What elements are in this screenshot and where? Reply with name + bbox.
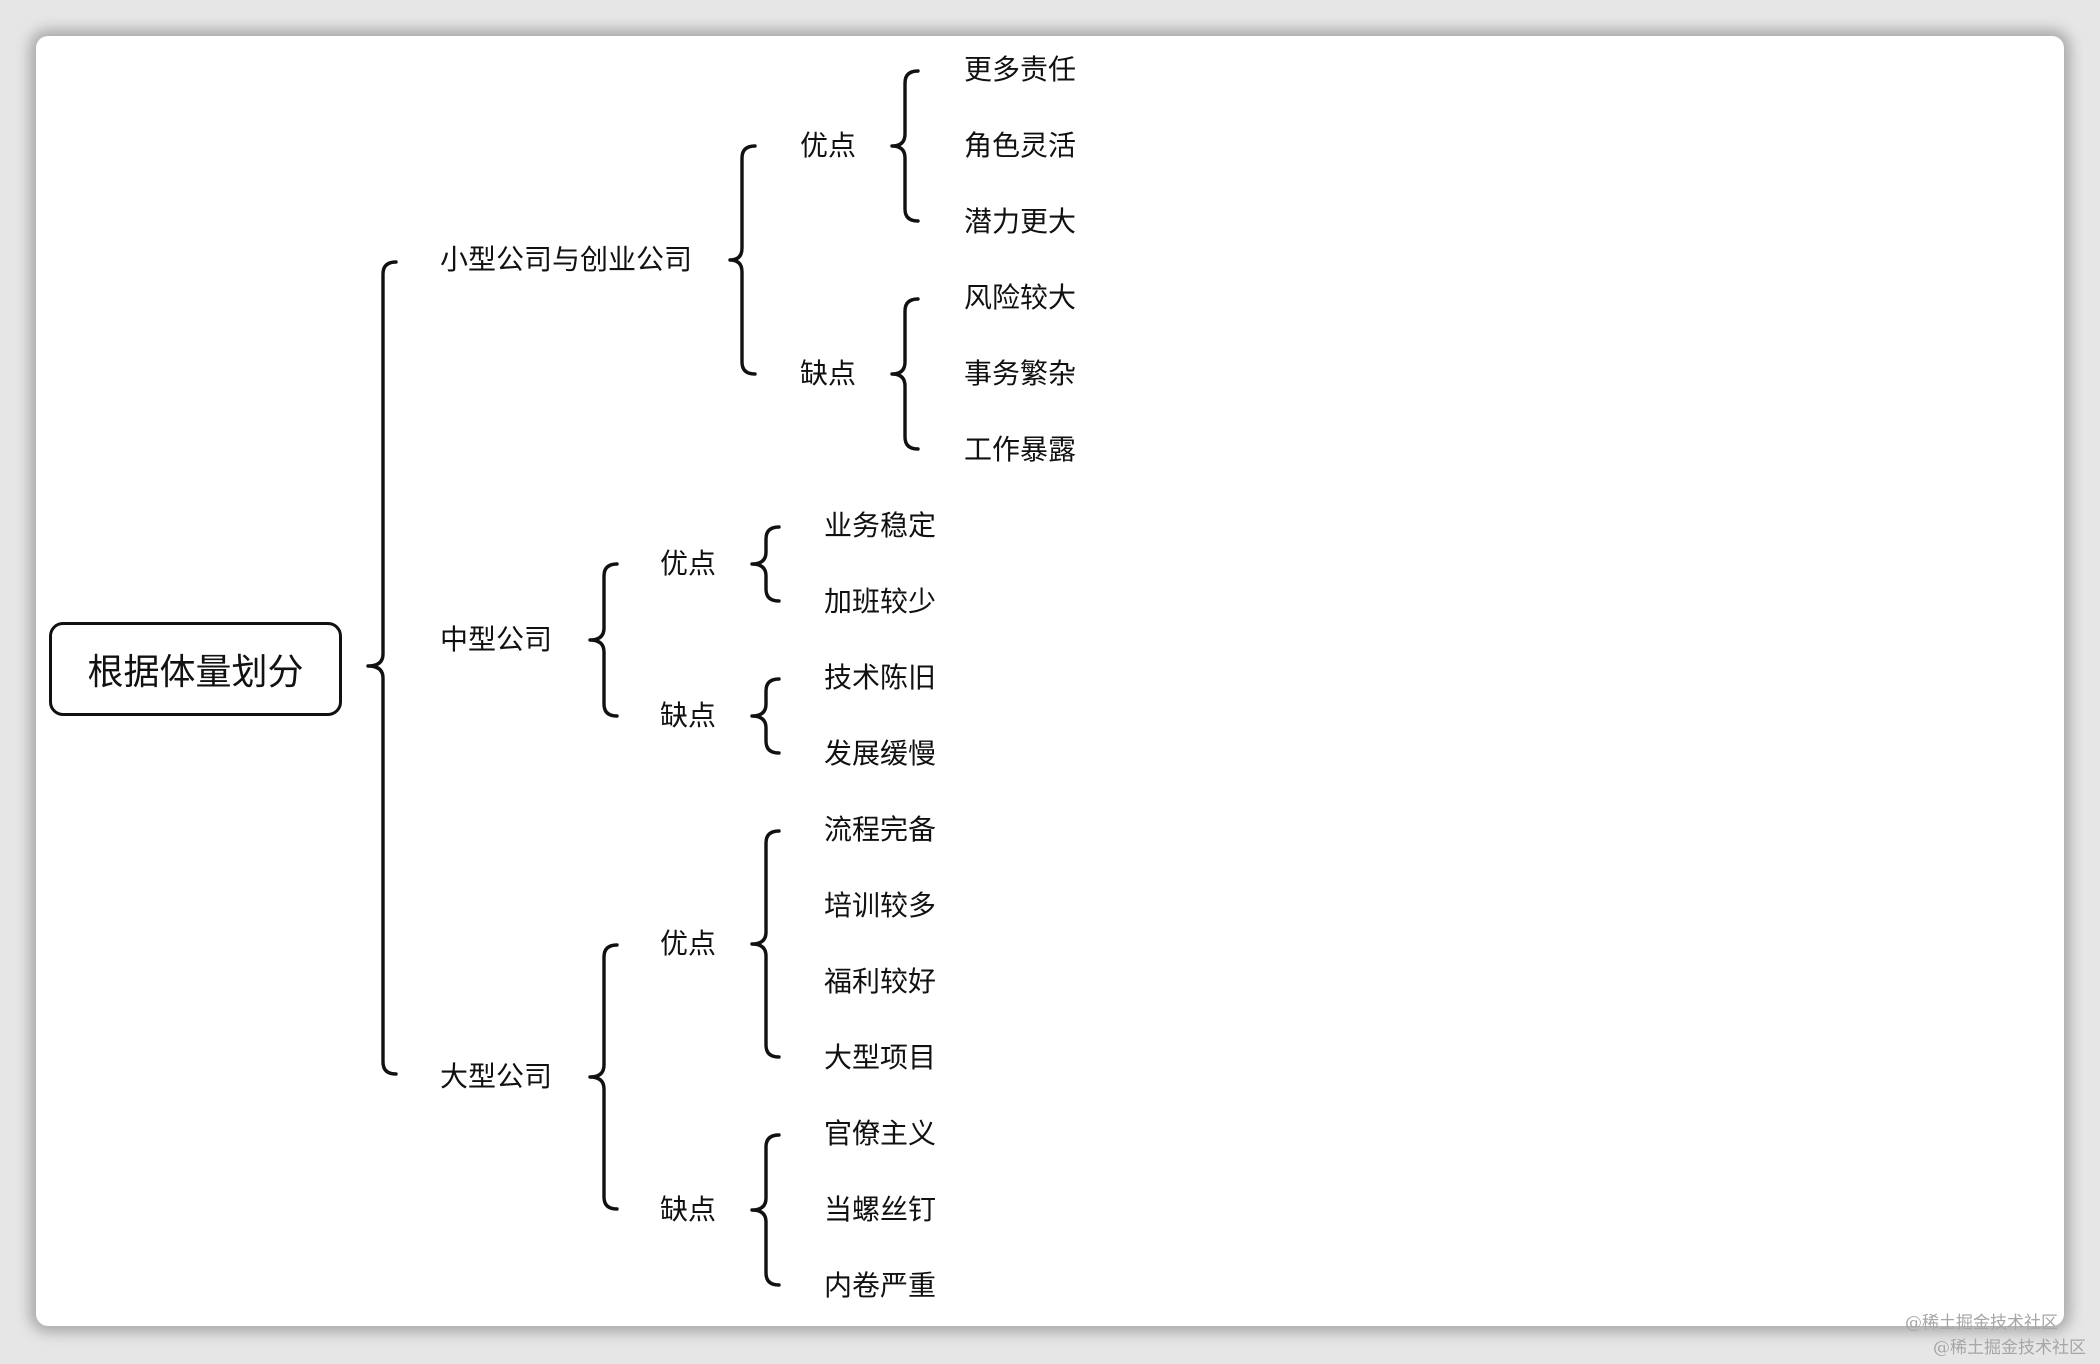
large-brace	[588, 943, 619, 1211]
large-pros-label: 优点	[660, 927, 717, 960]
large-pro-item: 大型项目	[824, 1041, 937, 1074]
large-cons-brace	[750, 1133, 781, 1287]
small-pro-item: 角色灵活	[964, 129, 1077, 162]
large-cons-label: 缺点	[660, 1193, 717, 1226]
medium-cons-brace	[750, 677, 781, 755]
medium-pro-item: 加班较少	[824, 585, 937, 618]
small-con-item: 工作暴露	[964, 433, 1077, 466]
small-con-item: 事务繁杂	[964, 357, 1077, 390]
small-pro-item: 潜力更大	[964, 205, 1077, 238]
branch-large: 大型公司	[440, 1060, 553, 1093]
medium-con-item: 技术陈旧	[824, 661, 937, 694]
medium-pros-brace	[750, 525, 781, 603]
large-pro-item: 福利较好	[824, 965, 937, 998]
small-cons-label: 缺点	[800, 357, 857, 390]
root-node: 根据体量划分	[49, 622, 342, 716]
medium-pro-item: 业务稳定	[824, 509, 937, 542]
medium-brace	[588, 562, 619, 718]
small-con-item: 风险较大	[964, 281, 1077, 314]
large-pro-item: 流程完备	[824, 813, 937, 846]
watermark: @稀土掘金技术社区	[1933, 1338, 2086, 1358]
medium-pros-label: 优点	[660, 547, 717, 580]
small-pros-brace	[890, 69, 920, 223]
large-con-item: 内卷严重	[824, 1269, 937, 1302]
small-cons-brace	[890, 297, 920, 451]
large-con-item: 官僚主义	[824, 1117, 937, 1150]
diagram-canvas	[36, 36, 2064, 1326]
branch-medium: 中型公司	[440, 623, 553, 656]
small-pros-label: 优点	[800, 129, 857, 162]
large-pros-brace	[750, 829, 781, 1059]
branch-small-startup: 小型公司与创业公司	[440, 243, 693, 276]
medium-cons-label: 缺点	[660, 699, 717, 732]
watermark: @稀土掘金技术社区	[1905, 1313, 2058, 1333]
small-brace	[728, 144, 757, 376]
medium-con-item: 发展缓慢	[824, 737, 937, 770]
root-brace	[366, 260, 398, 1076]
large-pro-item: 培训较多	[824, 889, 937, 922]
small-pro-item: 更多责任	[964, 53, 1077, 86]
large-con-item: 当螺丝钉	[824, 1193, 937, 1226]
